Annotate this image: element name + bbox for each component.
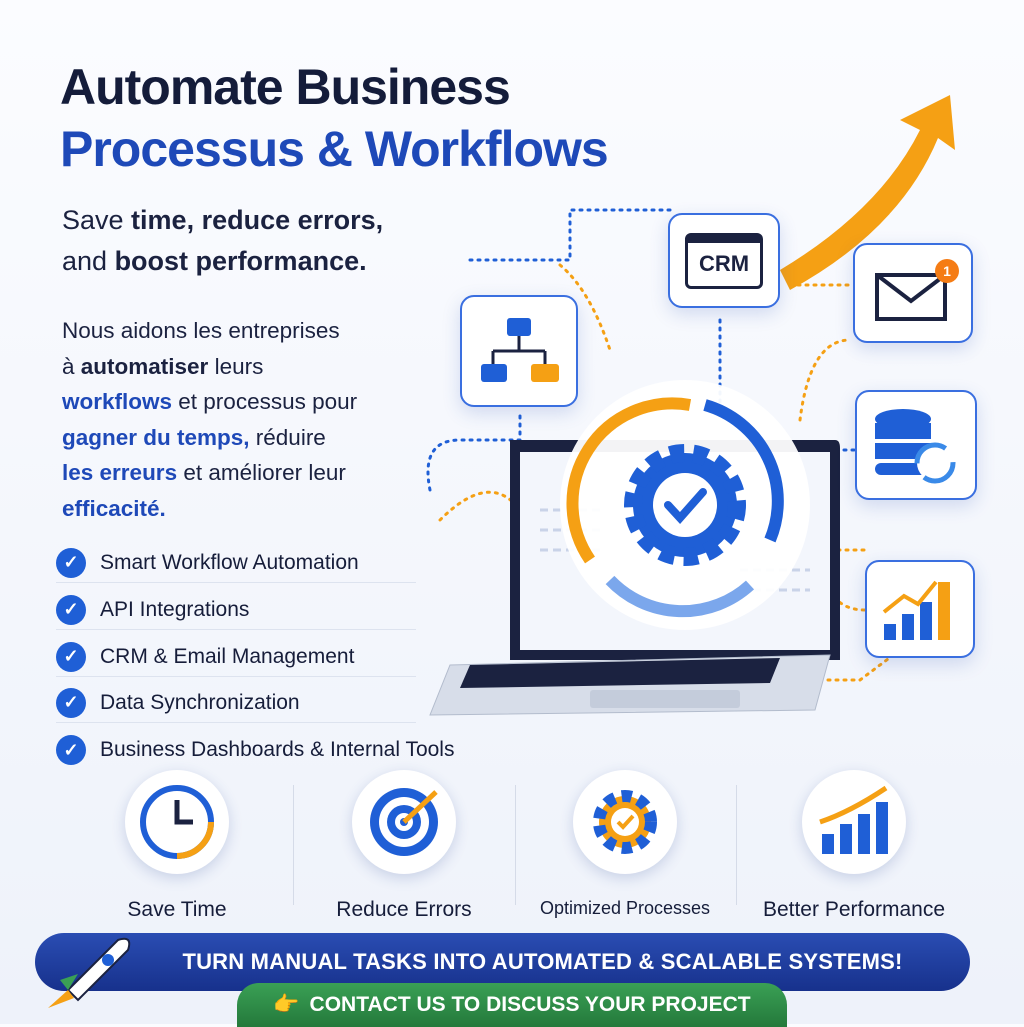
- subtitle-bold: boost performance.: [114, 246, 367, 276]
- flowchart-icon: [481, 318, 559, 382]
- divider: [515, 785, 516, 905]
- desc-text: et améliorer leur: [177, 460, 346, 485]
- check-icon: ✓: [56, 594, 86, 625]
- connector-line: [828, 588, 867, 612]
- divider: [293, 785, 294, 905]
- checklist-item: ✓ Business Dashboards & Internal Tools: [56, 730, 496, 770]
- clock-icon: [140, 785, 214, 859]
- desc-bold: automatiser: [80, 353, 209, 379]
- banner-text: TURN MANUAL TASKS INTO AUTOMATED & SCALA…: [182, 949, 903, 974]
- tagline-banner: TURN MANUAL TASKS INTO AUTOMATED & SCALA…: [35, 933, 970, 991]
- checklist-label: Business Dashboards & Internal Tools: [100, 738, 455, 761]
- growth-chart-icon: [819, 785, 888, 854]
- checklist-label: Data Synchronization: [100, 690, 300, 714]
- database-card: [855, 390, 977, 500]
- feature-better-performance: Better Performance: [744, 770, 964, 922]
- feature-save-time: Save Time: [67, 770, 287, 922]
- gear-check-icon: [593, 790, 657, 854]
- feature-label: Reduce Errors: [336, 898, 472, 921]
- crm-card: CRM: [668, 213, 780, 308]
- feature-label: Better Performance: [762, 898, 946, 921]
- contact-button[interactable]: 👉 CONTACT US TO DISCUSS YOUR PROJECT: [237, 983, 787, 1027]
- desc-text: réduire: [249, 424, 326, 450]
- feature-label: Optimized Processes: [539, 898, 711, 918]
- desc-line: Nous aidons les entreprises: [62, 318, 340, 343]
- desc-highlight: gagner du temps,: [62, 424, 250, 450]
- desc-text: leurs: [208, 353, 264, 379]
- check-icon: ✓: [56, 641, 86, 672]
- notification-badge: 1: [935, 259, 959, 283]
- description: Nous aidons les entreprises à automatise…: [62, 313, 357, 526]
- subtitle: Save time, reduce errors, and boost perf…: [62, 200, 383, 282]
- desc-highlight: les erreurs: [62, 460, 178, 485]
- connector-line: [438, 490, 522, 522]
- growth-arrow-icon: [780, 95, 955, 290]
- checklist-item: ✓ CRM & Email Management: [56, 637, 416, 677]
- workflow-card: [460, 295, 578, 407]
- desc-highlight: efficacité.: [62, 495, 166, 521]
- subtitle-text: Save: [62, 205, 132, 235]
- headline-line1: Automate Business: [60, 59, 511, 115]
- target-icon: [370, 788, 438, 856]
- desc-highlight: workflows: [62, 389, 173, 414]
- email-card: 1: [853, 243, 973, 343]
- envelope-icon: [875, 273, 947, 321]
- desc-text: et processus pour: [172, 389, 358, 414]
- checklist-label: Smart Workflow Automation: [100, 550, 359, 574]
- check-icon: ✓: [56, 547, 86, 578]
- checklist-item: ✓ Data Synchronization: [56, 683, 416, 723]
- trackpad: [590, 690, 740, 708]
- checklist-label: CRM & Email Management: [100, 644, 355, 668]
- check-icon: ✓: [56, 735, 86, 765]
- divider: [736, 785, 737, 905]
- check-icon: ✓: [56, 687, 86, 718]
- database-sync-icon: [875, 409, 956, 484]
- keyboard-icon: [460, 658, 780, 688]
- checklist-item: ✓ API Integrations: [56, 590, 416, 630]
- headline-line2: Processus & Workflows: [60, 121, 609, 177]
- connector-line: [798, 338, 852, 422]
- feature-reduce-errors: Reduce Errors: [294, 770, 514, 922]
- bar-chart-icon: [882, 580, 950, 640]
- desc-text: à: [62, 353, 81, 379]
- connector-line: [558, 263, 612, 352]
- pointing-hand-icon: 👉: [273, 993, 300, 1016]
- automation-illustration: [426, 95, 955, 716]
- rocket-icon: [48, 937, 131, 1008]
- cta-label: CONTACT US TO DISCUSS YOUR PROJECT: [309, 993, 751, 1016]
- connector-line: [426, 408, 522, 492]
- checklist-label: API Integrations: [100, 597, 250, 621]
- connector-line: [468, 208, 672, 262]
- crm-label: CRM: [685, 232, 763, 289]
- feature-optimized-processes: Optimized Processes: [515, 770, 735, 919]
- subtitle-bold: time, reduce errors,: [131, 205, 384, 235]
- feature-label: Save Time: [127, 898, 227, 921]
- checklist-item: ✓ Smart Workflow Automation: [56, 543, 416, 583]
- chart-card: [865, 560, 975, 658]
- subtitle-text: and: [62, 246, 115, 276]
